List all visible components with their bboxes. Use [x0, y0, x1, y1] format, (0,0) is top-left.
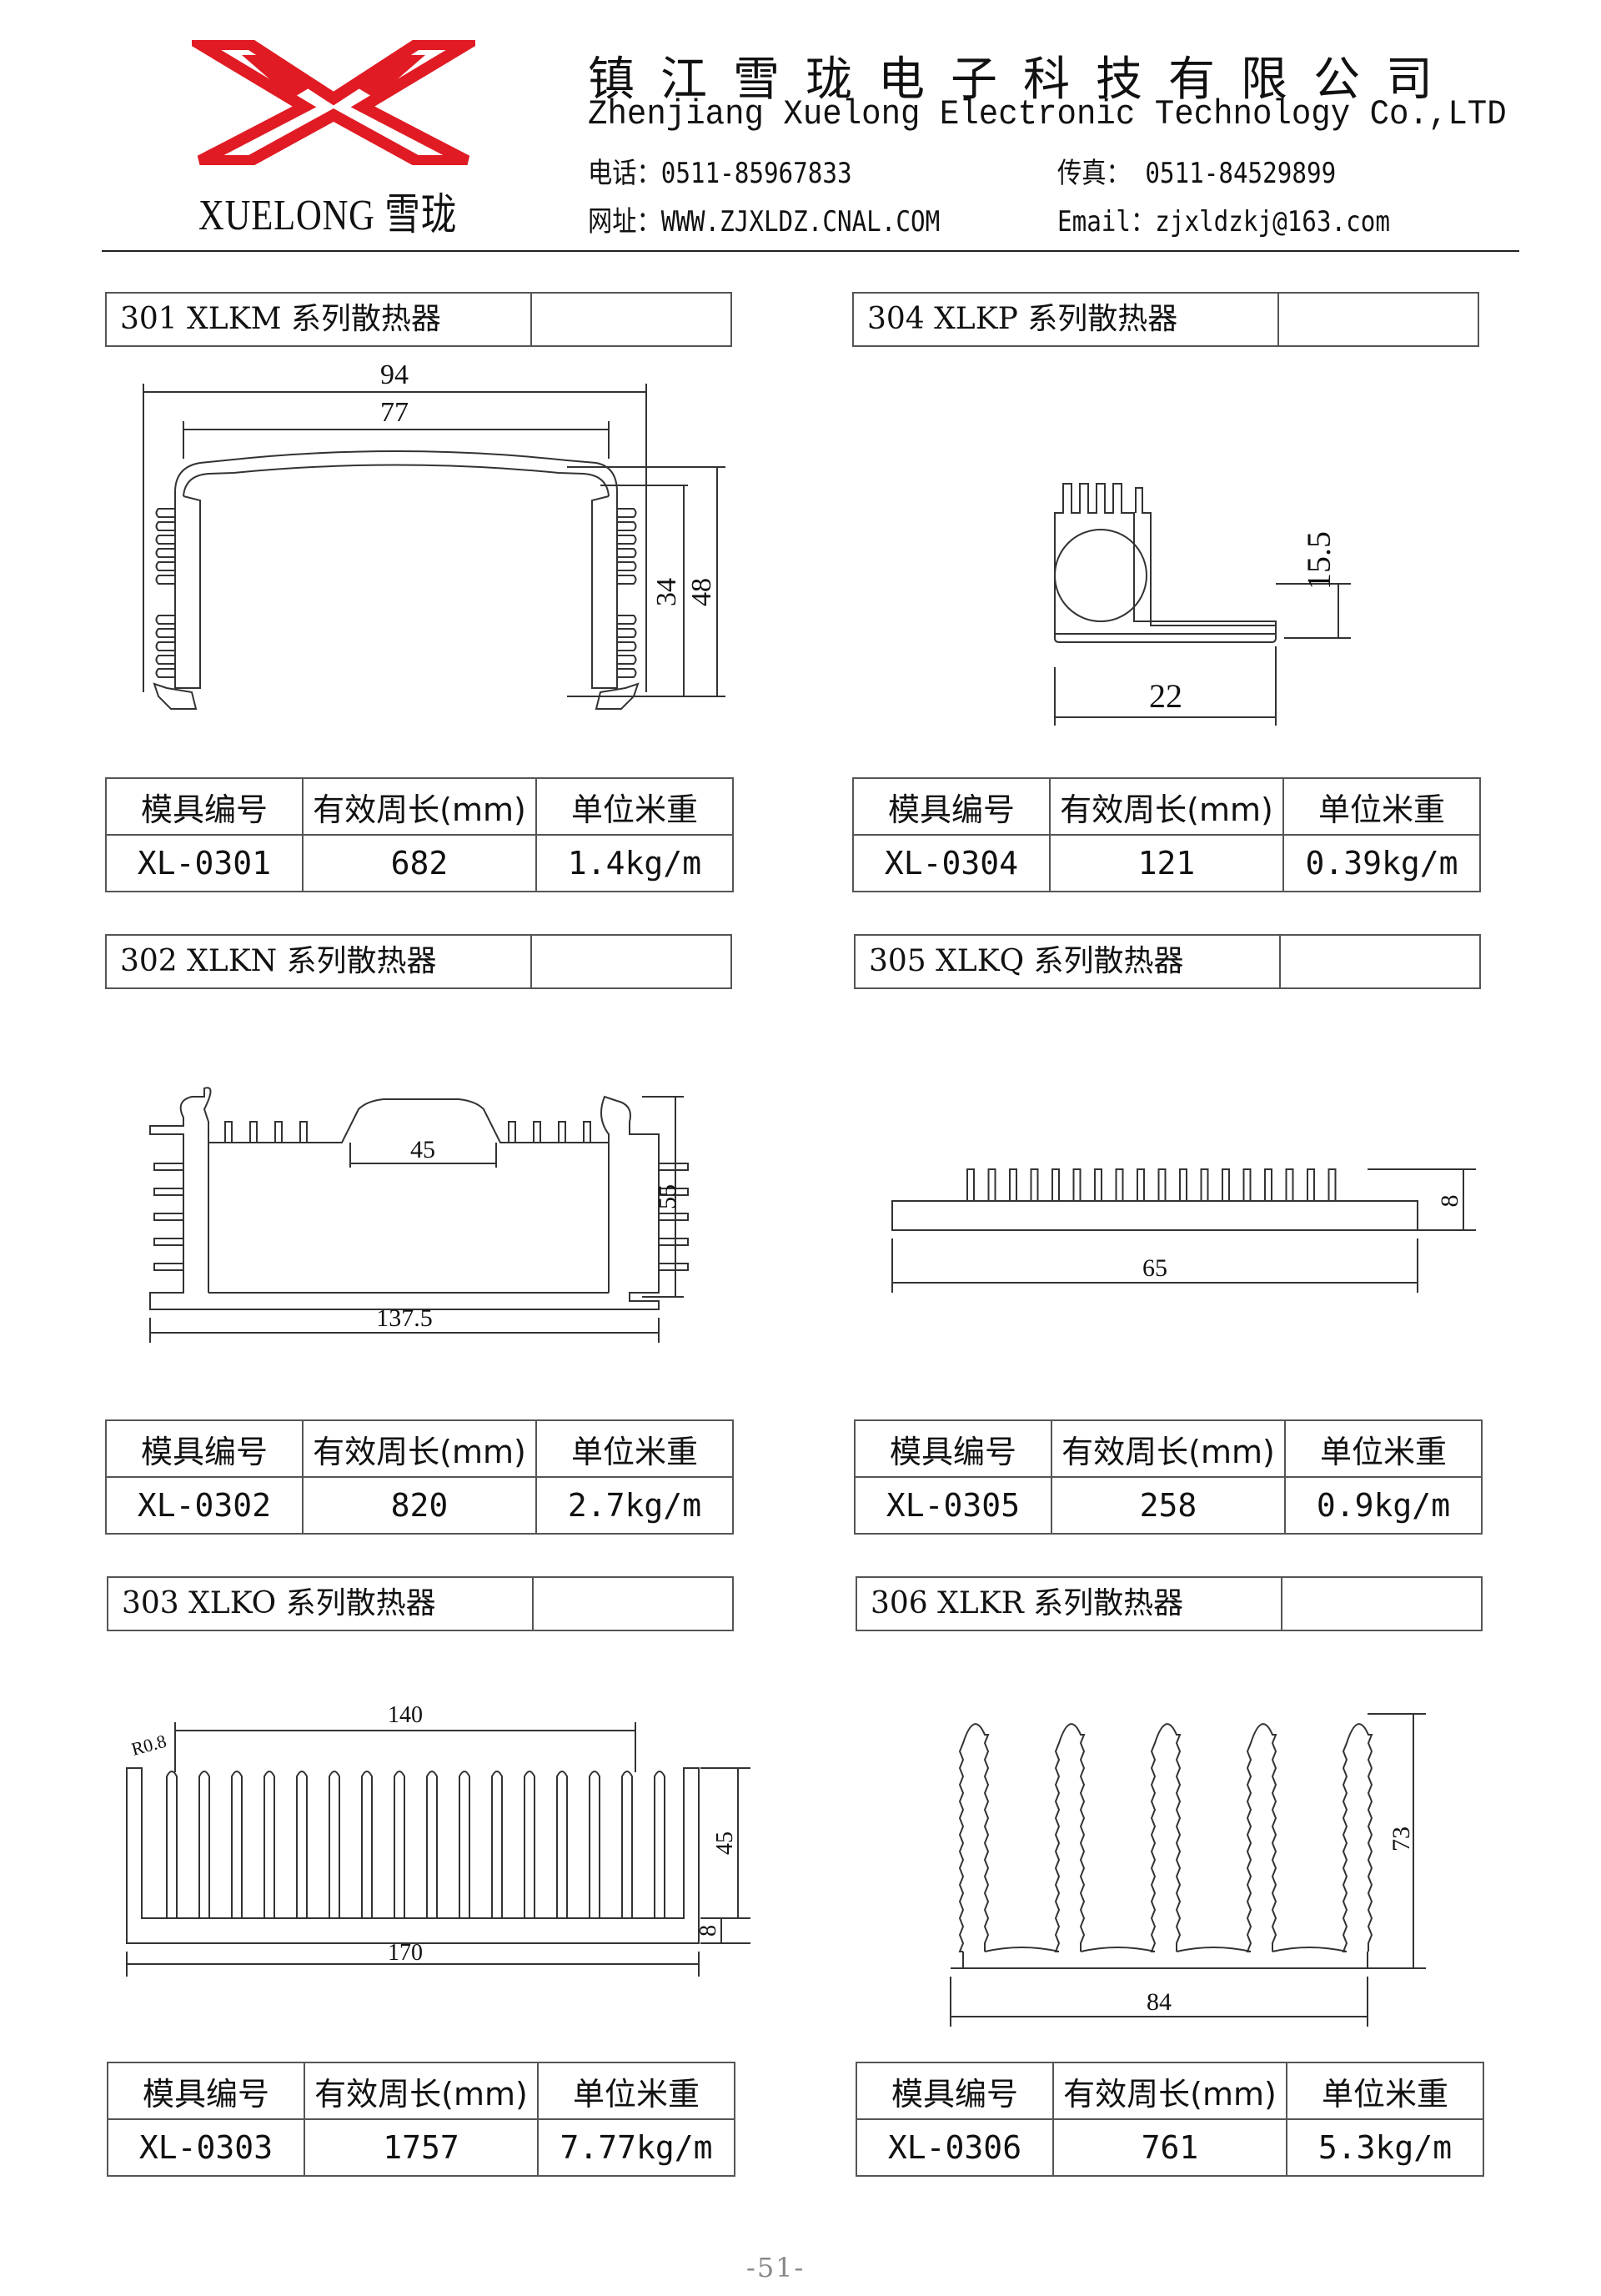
- profile-drawing-304: 15.5 22: [1054, 483, 1351, 726]
- perimeter-value: 258: [1051, 1476, 1286, 1535]
- product-title: 302 XLKN 系列散热器: [107, 936, 532, 987]
- perimeter-value: 682: [302, 834, 537, 892]
- company-name-english: Zhenjiang Xuelong Electronic Technology …: [588, 94, 1507, 134]
- header-mold: 模具编号: [105, 777, 304, 836]
- section-title-304: 304 XLKP 系列散热器: [852, 292, 1479, 347]
- header-divider: [102, 250, 1519, 252]
- dimension-label: R0.8: [129, 1731, 168, 1760]
- dimension-label: 94: [380, 359, 409, 390]
- dimension-label: 77: [380, 397, 409, 428]
- dimension-label: 48: [686, 578, 717, 606]
- section-title-303: 303 XLKO 系列散热器: [107, 1576, 734, 1631]
- mold-number: XL-0304: [852, 834, 1051, 892]
- dimension-label: 73: [1388, 1826, 1415, 1851]
- profile-drawing-305: 8 65: [891, 1168, 1476, 1293]
- product-title: 303 XLKO 系列散热器: [108, 1578, 534, 1630]
- weight-value: 5.3kg/m: [1286, 2118, 1484, 2177]
- fax-number: 传真： 0511-84529899: [1057, 157, 1337, 190]
- header-weight: 单位米重: [1284, 1419, 1483, 1478]
- dimension-label: 8: [1436, 1195, 1463, 1208]
- weight-value: 0.39kg/m: [1282, 834, 1481, 892]
- header-mold: 模具编号: [852, 777, 1051, 836]
- header-perimeter: 有效周长(mm): [1052, 2062, 1287, 2120]
- header-perimeter: 有效周长(mm): [302, 1419, 537, 1478]
- perimeter-value: 121: [1049, 834, 1284, 892]
- header-weight: 单位米重: [1286, 2062, 1484, 2120]
- header-mold: 模具编号: [105, 1419, 304, 1478]
- dimension-label: 55: [654, 1184, 681, 1209]
- section-title-305: 305 XLKQ 系列散热器: [854, 934, 1481, 989]
- dimension-label: 45: [712, 1831, 738, 1855]
- mold-number: XL-0301: [105, 834, 304, 892]
- email-address[interactable]: Email：zjxldzkj@163.com: [1057, 205, 1390, 239]
- header-perimeter: 有效周长(mm): [1049, 777, 1284, 836]
- header-mold: 模具编号: [107, 2062, 305, 2120]
- dimension-label: 8: [695, 1925, 721, 1937]
- mold-number: XL-0302: [105, 1476, 304, 1535]
- dimension-label: 65: [1142, 1254, 1167, 1282]
- profile-drawing-306: 73 84: [950, 1713, 1426, 2027]
- mold-number: XL-0303: [107, 2118, 305, 2177]
- profile-drawing-301: 94 77 34 48: [143, 359, 725, 710]
- header-perimeter: 有效周长(mm): [302, 777, 537, 836]
- perimeter-value: 1757: [304, 2118, 539, 2177]
- dimension-label: 45: [410, 1136, 435, 1163]
- section-title-301: 301 XLKM 系列散热器: [105, 292, 732, 347]
- dimension-label: 22: [1149, 677, 1182, 715]
- product-title: 305 XLKQ 系列散热器: [856, 936, 1281, 987]
- phone-number: 电话：0511-85967833: [588, 157, 852, 190]
- header-mold: 模具编号: [856, 2062, 1054, 2120]
- website-url[interactable]: 网址：WWW.ZJXLDZ.CNAL.COM: [588, 205, 941, 239]
- product-title: 301 XLKM 系列散热器: [107, 294, 532, 345]
- dimension-label: 15.5: [1300, 531, 1338, 590]
- header-weight: 单位米重: [1282, 777, 1481, 836]
- logo-brand-text: XUELONG 雪珑: [198, 192, 458, 239]
- dimension-label: 84: [1147, 1988, 1172, 2016]
- perimeter-value: 761: [1052, 2118, 1287, 2177]
- weight-value: 2.7kg/m: [535, 1476, 734, 1535]
- dimension-label: 137.5: [376, 1304, 433, 1332]
- profile-drawing-303: R0.8 140 45 8 170: [126, 1702, 750, 1977]
- product-title: 306 XLKR 系列散热器: [857, 1578, 1282, 1630]
- dimension-label: 170: [388, 1940, 423, 1966]
- header-perimeter: 有效周长(mm): [304, 2062, 539, 2120]
- section-title-302: 302 XLKN 系列散热器: [105, 934, 732, 989]
- perimeter-value: 820: [302, 1476, 537, 1535]
- header-weight: 单位米重: [535, 1419, 734, 1478]
- header-mold: 模具编号: [854, 1419, 1052, 1478]
- dimension-label: 140: [388, 1702, 423, 1728]
- header-perimeter: 有效周长(mm): [1051, 1419, 1286, 1478]
- page-number: -51-: [746, 2252, 806, 2283]
- weight-value: 7.77kg/m: [537, 2118, 735, 2177]
- section-title-306: 306 XLKR 系列散热器: [856, 1576, 1483, 1631]
- header-weight: 单位米重: [535, 777, 734, 836]
- mold-number: XL-0306: [856, 2118, 1054, 2177]
- mold-number: XL-0305: [854, 1476, 1052, 1535]
- profile-drawing-302: 45 55 137.5: [149, 1087, 689, 1343]
- dimension-label: 34: [651, 578, 682, 606]
- product-title: 304 XLKP 系列散热器: [854, 294, 1279, 345]
- company-logo: [192, 40, 475, 165]
- header-weight: 单位米重: [537, 2062, 735, 2120]
- weight-value: 1.4kg/m: [535, 834, 734, 892]
- weight-value: 0.9kg/m: [1284, 1476, 1483, 1535]
- company-name-chinese: 镇江雪珑电子科技有限公司: [588, 53, 1458, 107]
